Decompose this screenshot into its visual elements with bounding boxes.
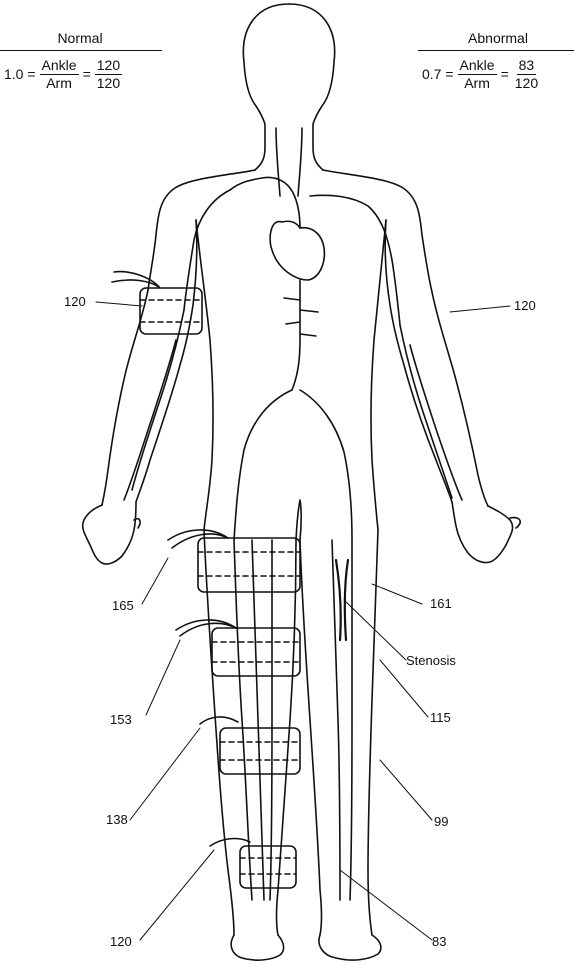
normal-value-numerator: 120: [94, 57, 123, 75]
normal-title-rule: [0, 50, 162, 51]
right-thumb: [133, 517, 141, 529]
label-stenosis: Stenosis: [406, 653, 456, 668]
normal-frac-numerator: Ankle: [39, 57, 79, 75]
normal-fraction-values: 120 120: [94, 57, 123, 91]
label-left-83: 83: [432, 934, 447, 949]
head-outline-right: [288, 3, 336, 171]
aorta: [291, 279, 301, 391]
right-leg-vessel-2: [251, 539, 265, 901]
calf-cuff: [199, 716, 301, 775]
abnormal-value-denominator: 120: [514, 75, 539, 91]
arm-cuff: [111, 270, 203, 335]
left-arm-vessel-1: [399, 324, 453, 499]
label-high-thigh-pressure: 165: [112, 598, 134, 613]
waist-right: [370, 219, 387, 531]
abnormal-value-numerator: 83: [516, 57, 537, 75]
abnormal-fraction-ankle-arm: Ankle Arm: [457, 57, 497, 91]
normal-title: Normal: [57, 30, 103, 46]
iliac-left: [299, 389, 353, 541]
label-right-arm-pressure: 120: [64, 294, 86, 309]
normal-equals: =: [82, 66, 91, 82]
right-hand: [81, 501, 137, 565]
abnormal-ratio: 0.7 =: [422, 66, 454, 82]
heart: [269, 220, 326, 281]
waist-left: [195, 219, 214, 531]
right-arm-outer: [101, 289, 149, 506]
abnormal-title: Abnormal: [468, 30, 528, 46]
left-arm-outer: [431, 291, 489, 507]
label-left-161: 161: [430, 596, 452, 611]
normal-fraction-ankle-arm: Ankle Arm: [39, 57, 79, 91]
thigh-cuff-low: [175, 619, 301, 677]
thigh-cuff-high: [167, 529, 301, 593]
left-arm-inner: [384, 219, 453, 503]
abnormal-frac-numerator: Ankle: [457, 57, 497, 75]
normal-ratio: 1.0 =: [4, 66, 36, 82]
aortic-arch: [229, 176, 301, 229]
right-leg-inner: [275, 539, 297, 936]
label-left-arm-pressure: 120: [514, 298, 536, 313]
left-leg-vessel-2: [349, 539, 353, 901]
subclavian-right: [183, 189, 231, 311]
label-calf-pressure: 138: [106, 812, 128, 827]
label-low-thigh-pressure: 153: [110, 712, 132, 727]
right-arm-vessel-2: [123, 339, 177, 501]
label-right-ankle-pressure: 120: [110, 934, 132, 949]
subclavian-left: [309, 194, 401, 326]
abnormal-title-rule: [418, 50, 574, 51]
abnormal-equals: =: [500, 66, 509, 82]
left-arm-vessel-2: [409, 344, 463, 501]
ankle-cuff: [209, 837, 297, 889]
left-leg-inner: [299, 539, 323, 936]
label-left-99: 99: [434, 814, 449, 829]
right-leg-vessel-3: [269, 539, 273, 901]
stenosis-narrowing: [334, 558, 350, 642]
crotch: [295, 499, 302, 541]
left-leg-outer: [367, 529, 379, 936]
carotid-left: [297, 127, 303, 197]
normal-equation: 1.0 = Ankle Arm = 120 120: [4, 58, 126, 91]
abnormal-equation: 0.7 = Ankle Arm = 83 120: [422, 58, 544, 91]
left-hand: [451, 501, 514, 564]
right-arm-vessel-1: [131, 309, 185, 491]
label-left-115: 115: [430, 710, 451, 725]
normal-frac-denominator: Arm: [46, 75, 72, 91]
aorta-branches: [283, 297, 319, 337]
normal-value-denominator: 120: [96, 75, 121, 91]
leader-lines: [95, 301, 511, 941]
left-foot: [318, 934, 382, 961]
head-outline: [242, 3, 290, 171]
iliac-right: [233, 389, 293, 541]
right-leg-vessel-1: [233, 539, 253, 901]
right-leg-outer: [203, 529, 235, 936]
torso-left: [147, 169, 256, 291]
abnormal-fraction-values: 83 120: [513, 58, 540, 91]
torso-right: [322, 169, 433, 293]
left-leg-vessel-1: [331, 539, 341, 901]
right-foot: [230, 934, 285, 961]
abnormal-frac-denominator: Arm: [464, 75, 490, 91]
carotid-right: [275, 127, 281, 197]
right-arm-inner: [135, 219, 198, 503]
left-thumb: [509, 516, 522, 529]
